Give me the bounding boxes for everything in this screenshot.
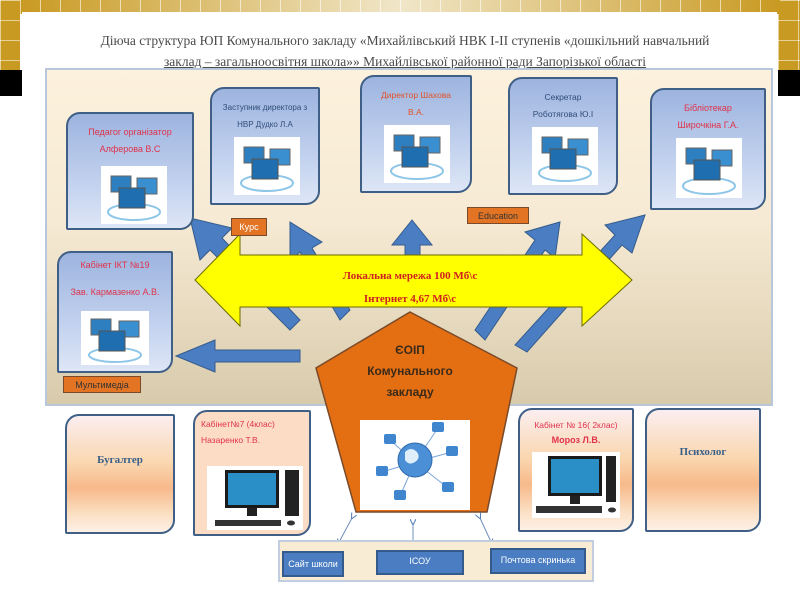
center-hub-line2: Комунального	[367, 364, 453, 378]
card-psychologist[interactable]: Психолог	[645, 408, 761, 532]
card-secretary[interactable]: Секретар Роботягова Ю.І	[508, 77, 618, 195]
card-director-role: Директор Шахова	[381, 90, 451, 100]
card-deputy-name: НВР Дудко Л.А	[237, 120, 293, 129]
service-school-site[interactable]: Сайт школи	[282, 551, 344, 577]
card-deputy-role: Заступник директора з	[222, 103, 308, 112]
card-librarian-role: Бібліотекар	[684, 103, 732, 113]
diagram-title: Діюча структура ЮП Комунального закладу …	[40, 30, 770, 72]
service-isou[interactable]: ІСОУ	[376, 550, 464, 575]
tag-education[interactable]: Education	[467, 207, 529, 224]
network-arrow-text: Локальна мережа 100 Мб\с Інтернет 4,67 М…	[240, 262, 580, 313]
arrow-to-ict-room	[174, 339, 301, 373]
corner-decoration-right	[778, 0, 800, 70]
networked-computers-icon	[384, 125, 450, 183]
card-organizer[interactable]: Педагог організатор Алферова В.С	[66, 112, 194, 230]
corner-black-right	[778, 70, 800, 96]
card-director[interactable]: Директор Шахова В.А.	[360, 75, 472, 193]
desktop-computer-icon	[532, 452, 620, 518]
title-line-2: заклад – загальноосвітня школа»» Михайлі…	[163, 54, 647, 69]
corner-decoration-left	[0, 0, 20, 70]
card-secretary-role: Секретар	[544, 92, 582, 102]
globe-network-icon	[360, 420, 470, 510]
corner-black-left	[0, 70, 22, 96]
card-organizer-name: Алферова В.С	[99, 144, 161, 154]
card-accountant[interactable]: Бугалтер	[65, 414, 175, 534]
center-hub-title: ЄОІП	[395, 343, 425, 357]
card-organizer-role: Педагог організатор	[88, 127, 172, 137]
tag-kurs[interactable]: Курс	[231, 218, 267, 236]
card-ict-room-head: Зав. Кармазенко А.В.	[70, 287, 160, 297]
lan-speed: Локальна мережа 100 Мб\с	[342, 270, 478, 282]
card-deputy[interactable]: Заступник директора з НВР Дудко Л.А	[210, 87, 320, 205]
networked-computers-icon	[676, 138, 742, 198]
card-room-7-title: Кабінет№7 (4клас)	[201, 419, 275, 429]
networked-computers-icon	[101, 166, 167, 224]
networked-computers-icon	[81, 311, 149, 365]
card-librarian[interactable]: Бібліотекар Широчкіна Г.А.	[650, 88, 766, 210]
network-double-arrow	[194, 232, 633, 328]
card-room-16[interactable]: Кабінет № 16( 2клас) Мороз Л.В.	[518, 408, 634, 532]
card-room-7[interactable]: Кабінет№7 (4клас) Назаренко Т.В.	[193, 410, 311, 536]
connector-site	[338, 518, 352, 544]
connector-mail	[480, 518, 492, 544]
desktop-computer-icon	[207, 466, 303, 530]
center-hub[interactable]: ЄОІП Комунального закладу	[340, 340, 480, 403]
card-ict-room-title: Кабінет ІКТ №19	[80, 260, 150, 270]
top-decorative-bar	[20, 0, 780, 14]
card-psychologist-label: Психолог	[679, 446, 727, 458]
card-room-16-title: Кабінет № 16( 2клас)	[534, 420, 618, 430]
internet-speed: Інтернет 4,67 Мб\с	[363, 293, 457, 305]
card-ict-room[interactable]: Кабінет ІКТ №19 Зав. Кармазенко А.В.	[57, 251, 173, 373]
networked-computers-icon	[532, 127, 598, 185]
service-mailbox[interactable]: Почтова скринька	[490, 548, 586, 574]
card-director-name: В.А.	[407, 107, 425, 117]
title-line-1: Діюча структура ЮП Комунального закладу …	[100, 33, 710, 48]
card-secretary-name: Роботягова Ю.І	[532, 109, 594, 119]
center-hub-line3: закладу	[386, 385, 434, 399]
card-librarian-name: Широчкіна Г.А.	[677, 120, 739, 130]
card-room-16-teacher: Мороз Л.В.	[551, 435, 601, 445]
card-accountant-label: Бугалтер	[97, 454, 143, 466]
card-room-7-teacher: Назаренко Т.В.	[201, 435, 261, 445]
networked-computers-icon	[234, 137, 300, 195]
tag-multimedia[interactable]: Мультимедіа	[63, 376, 141, 393]
